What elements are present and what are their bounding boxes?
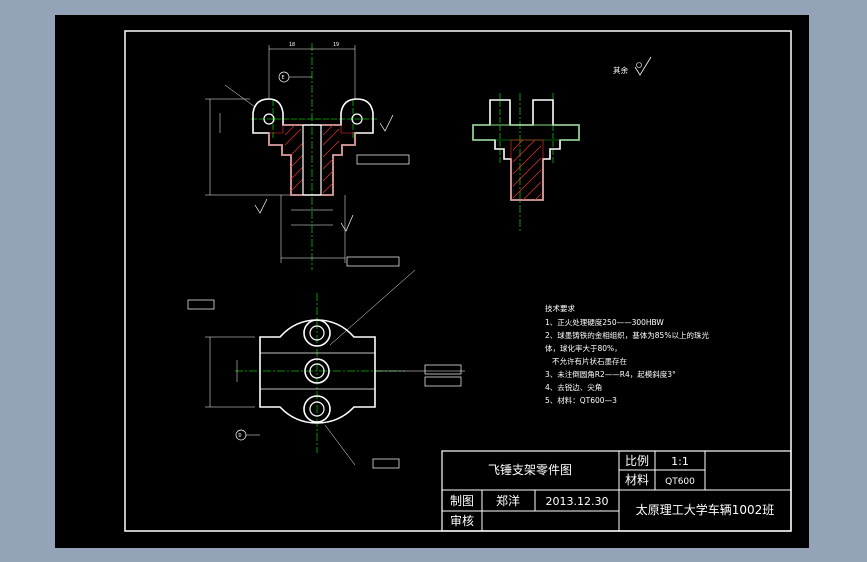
tech-req-line-3: 体，球化率大于80%， (545, 343, 622, 353)
drawing-sheet: 18 19 E 其余 (55, 15, 809, 548)
material-value: QT600 (665, 477, 695, 487)
general-roughness-note: 其余 (613, 56, 652, 76)
front-section-view: 18 19 E (205, 42, 410, 270)
tech-req-line-6: 4、去锐边、尖角 (545, 382, 602, 392)
technical-requirements: 技术要求 1、正火处理硬度250——300HBW 2、球墨铸铁的金相组织，基体为… (545, 303, 709, 405)
side-section-view (472, 93, 580, 233)
engineering-drawing: 18 19 E 其余 (124, 30, 792, 532)
roughness-note-label: 其余 (613, 65, 628, 75)
tech-req-heading: 技术要求 (545, 303, 575, 313)
dimension-19: 19 (333, 42, 339, 48)
datum-d-label: D (239, 433, 242, 439)
datum-e-label: E (282, 75, 285, 81)
drawing-date: 2013.12.30 (546, 495, 609, 508)
dimension-18: 18 (289, 42, 295, 48)
tech-req-line-4: 不允许有片状石墨存在 (552, 356, 627, 366)
title-block: 飞锤支架零件图 比例 1:1 材料 QT600 制图 郑洋 2013.12.30… (441, 450, 792, 532)
tech-req-line-1: 1、正火处理硬度250——300HBW (545, 317, 664, 327)
check-label: 审核 (450, 513, 474, 528)
drawing-border (124, 30, 792, 532)
scale-value: 1:1 (671, 455, 689, 468)
top-view: D (187, 269, 465, 469)
school-name: 太原理工大学车辆1002班 (636, 502, 775, 517)
tech-req-line-2: 2、球墨铸铁的金相组织，基体为85%以上的珠光 (545, 330, 709, 340)
material-label: 材料 (625, 473, 649, 487)
tech-req-line-7: 5、材料：QT600—3 (545, 395, 617, 405)
part-name: 飞锤支架零件图 (488, 462, 572, 477)
tech-req-line-5: 3、未注倒圆角R2——R4，起模斜度3° (545, 369, 676, 379)
scale-label: 比例 (625, 454, 649, 468)
drawn-by: 郑洋 (496, 493, 520, 508)
drawn-label: 制图 (450, 494, 474, 508)
